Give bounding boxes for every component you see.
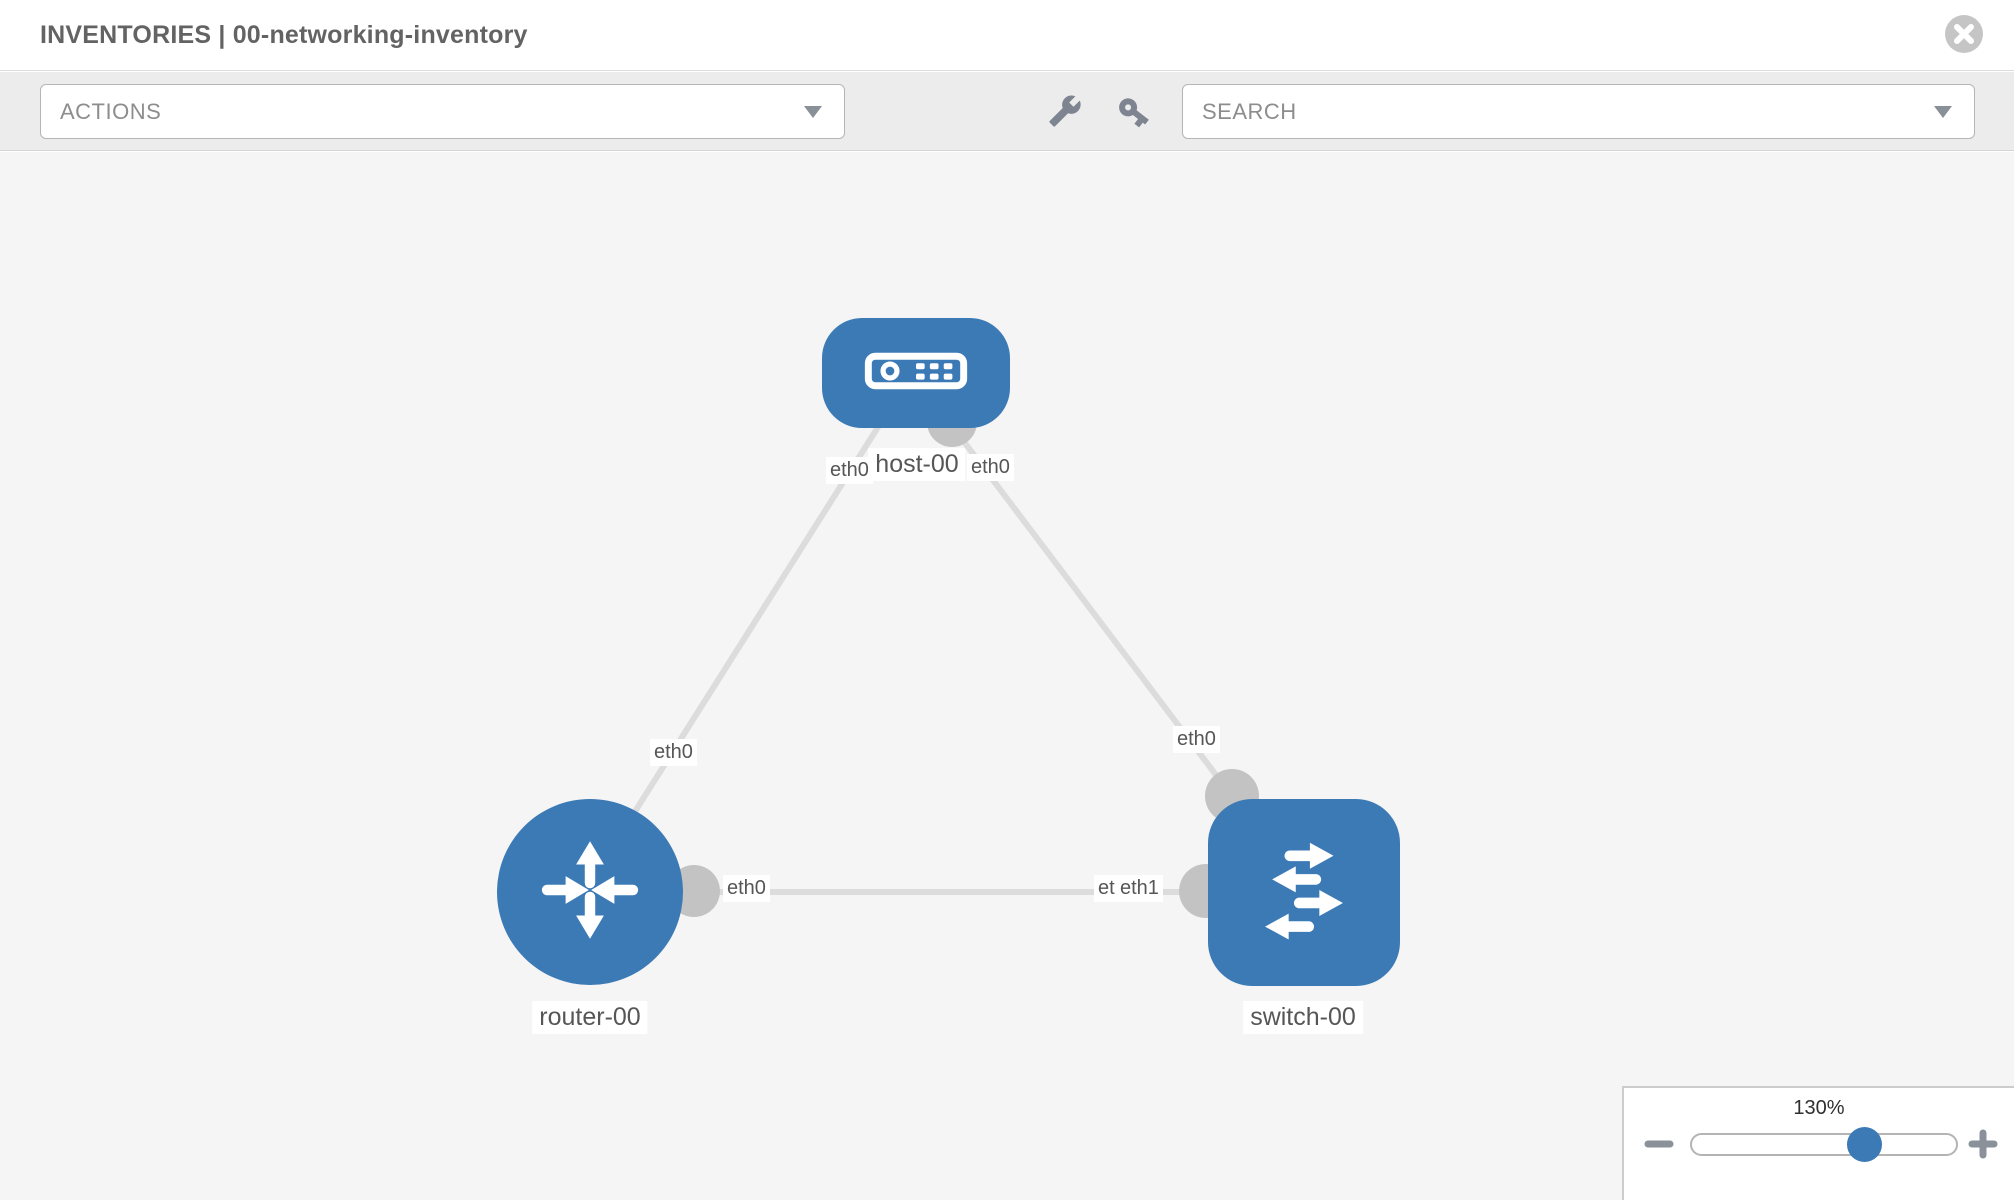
key-icon: [1116, 98, 1152, 134]
crossed-arrows-icon: [532, 832, 648, 953]
node-switch-00[interactable]: [1208, 799, 1400, 986]
node-label-host: host-00: [868, 448, 966, 481]
key-button[interactable]: [1116, 94, 1152, 130]
wrench-icon: [1048, 95, 1082, 132]
topology-canvas[interactable]: eth0 eth0 eth0 eth0 eth0 eth0 eth1 host-…: [0, 152, 2014, 1200]
link-host-router: [607, 414, 888, 853]
interface-label: eth0: [1173, 726, 1220, 753]
exchange-arrows-icon: [1245, 831, 1363, 954]
zoom-control-panel: 130%: [1622, 1086, 2014, 1200]
toolbar: ACTIONS SEARCH: [0, 72, 2014, 151]
header: INVENTORIES | 00-networking-inventory: [0, 0, 2014, 71]
links-layer: [600, 397, 1290, 918]
server-icon: [864, 349, 968, 398]
node-router-00[interactable]: [497, 799, 683, 985]
zoom-in-button[interactable]: [1968, 1129, 1998, 1159]
node-host-00[interactable]: [822, 318, 1010, 428]
search-dropdown-label: SEARCH: [1202, 99, 1297, 124]
search-dropdown[interactable]: SEARCH: [1182, 84, 1975, 139]
page-title: INVENTORIES | 00-networking-inventory: [40, 21, 528, 49]
wrench-button[interactable]: [1048, 94, 1084, 130]
zoom-slider-track[interactable]: [1690, 1133, 1958, 1156]
chevron-down-icon: [1934, 106, 1952, 118]
close-icon: [1944, 15, 1984, 58]
interface-label: eth0: [826, 457, 873, 484]
interface-label: eth1: [1116, 875, 1163, 902]
chevron-down-icon: [804, 106, 822, 118]
interface-label: eth0: [650, 739, 697, 766]
interface-label: eth0: [723, 875, 770, 902]
zoom-level-value: 130%: [1793, 1097, 1845, 1119]
actions-dropdown-label: ACTIONS: [60, 99, 162, 124]
node-label-router: router-00: [532, 1001, 648, 1034]
interface-label: eth0: [967, 454, 1014, 481]
close-button[interactable]: [1944, 14, 1984, 54]
minus-icon: [1644, 1140, 1674, 1163]
zoom-slider-handle[interactable]: [1847, 1127, 1882, 1162]
zoom-out-button[interactable]: [1644, 1129, 1674, 1159]
node-label-switch: switch-00: [1243, 1001, 1363, 1034]
plus-icon: [1968, 1129, 1998, 1163]
actions-dropdown[interactable]: ACTIONS: [40, 84, 845, 139]
